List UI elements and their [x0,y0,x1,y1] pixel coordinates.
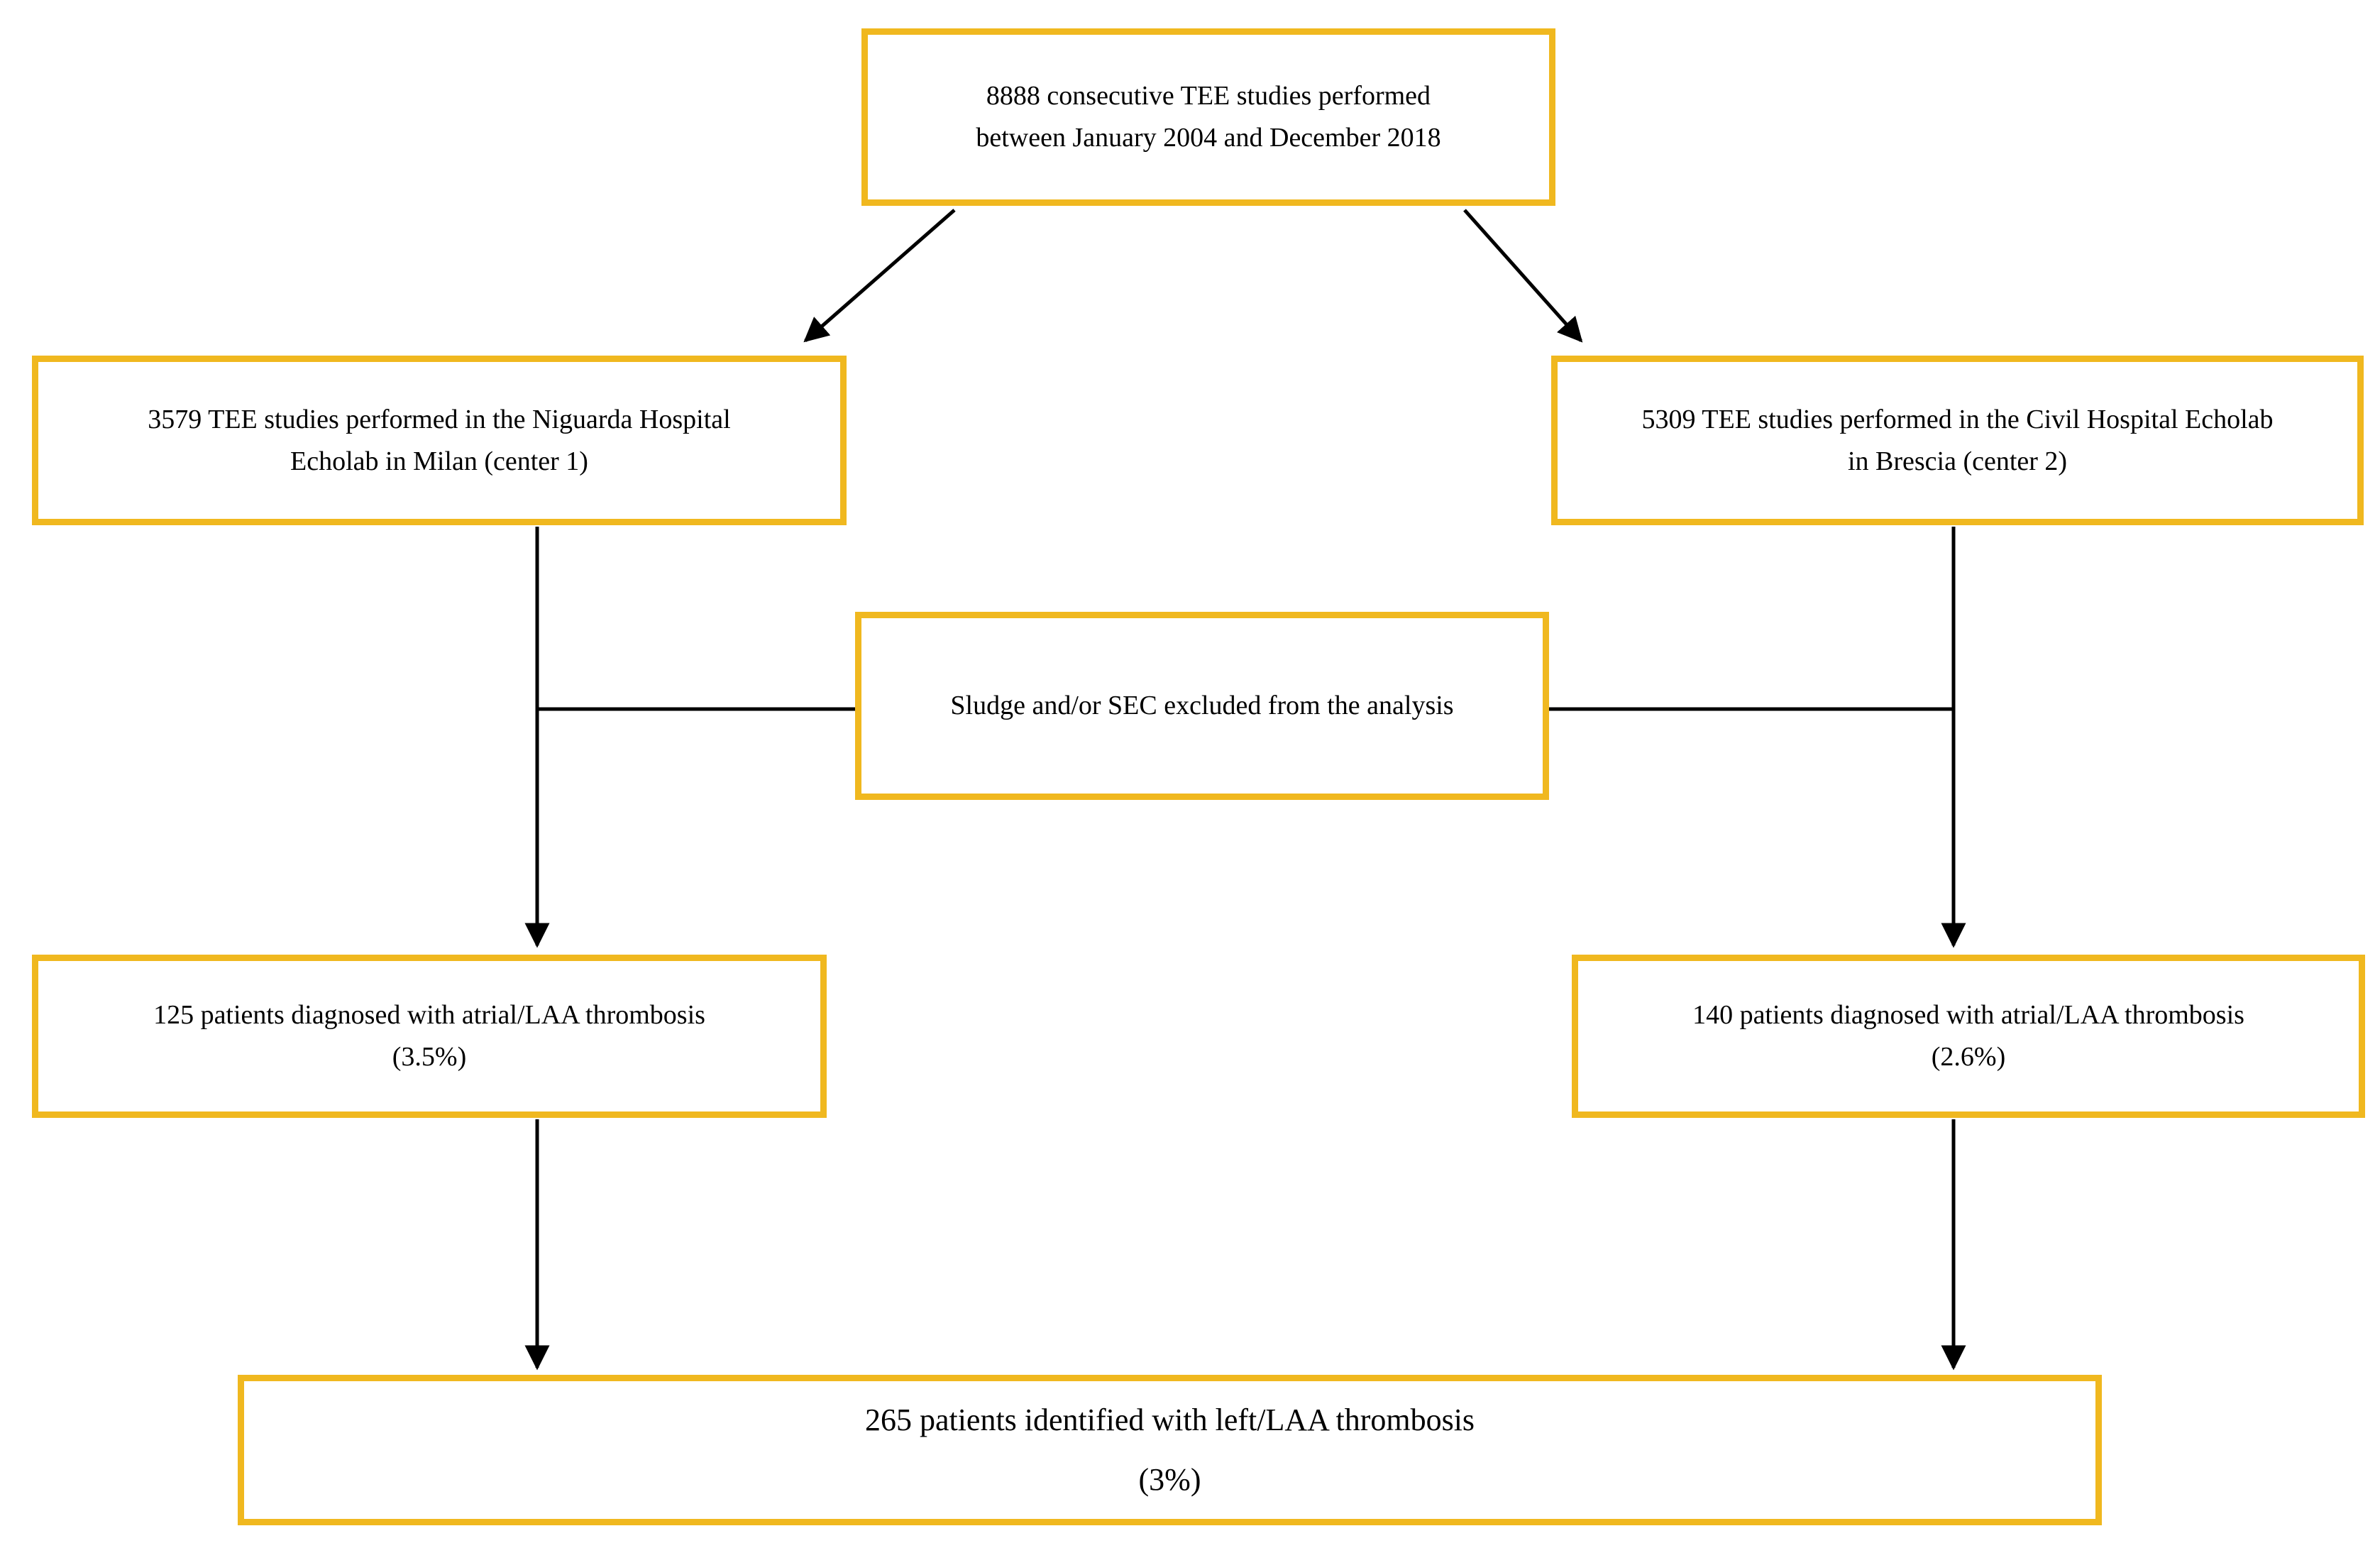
node-source-text: 8888 consecutive TEE studies performed b… [976,81,1441,153]
node-thrombosis-center2: 140 patients diagnosed with atrial/LAA t… [1572,955,2365,1118]
node-thrombosis-center1-text: 125 patients diagnosed with atrial/LAA t… [153,1000,705,1072]
node-excluded-sludge-sec: Sludge and/or SEC excluded from the anal… [855,612,1549,800]
edge-source-to-center2 [1463,209,1583,343]
node-center2-brescia: 5309 TEE studies performed in the Civil … [1551,356,2364,525]
edge-source-to-center1 [803,209,956,343]
node-source-studies: 8888 consecutive TEE studies performed b… [861,28,1555,206]
node-center1-milan: 3579 TEE studies performed in the Niguar… [32,356,847,525]
node-center2-text: 5309 TEE studies performed in the Civil … [1641,404,2274,476]
node-center1-text: 3579 TEE studies performed in the Niguar… [148,404,731,476]
node-total-identified: 265 patients identified with left/LAA th… [238,1375,2102,1525]
node-thrombosis-center1: 125 patients diagnosed with atrial/LAA t… [32,955,827,1118]
node-thrombosis-center2-text: 140 patients diagnosed with atrial/LAA t… [1692,1000,2244,1072]
node-excluded-text: Sludge and/or SEC excluded from the anal… [950,691,1454,721]
node-total-text: 265 patients identified with left/LAA th… [864,1402,1475,1497]
